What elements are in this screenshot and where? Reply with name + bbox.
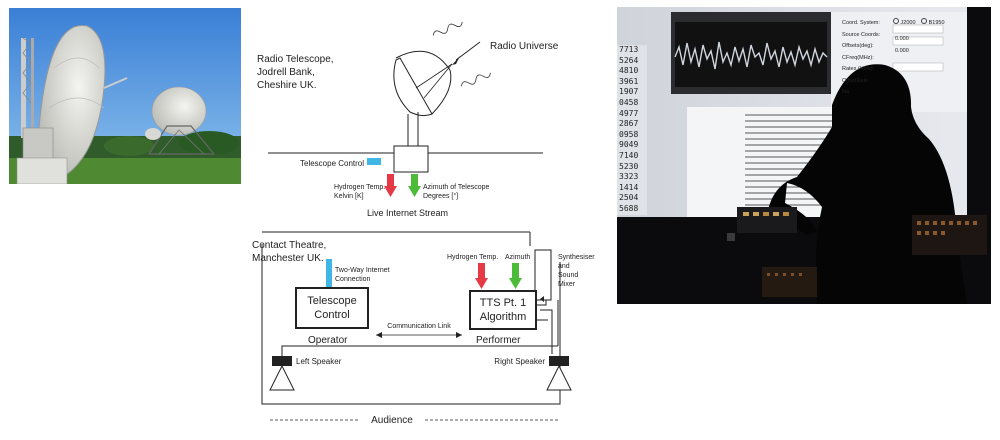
screen-number: 0458	[619, 97, 639, 107]
telescope-location-line-2: Jodrell Bank,	[257, 67, 315, 78]
two-way-connection-label-1: Two-Way Internet	[335, 267, 390, 274]
telescope-control-box-line-1: Telescope	[307, 295, 357, 307]
telescope-control-unit	[393, 145, 429, 173]
two-way-connection-label-2: Connection	[335, 276, 371, 283]
setting-label: Coord. System:	[842, 20, 880, 26]
synth-label-1: Synthesiser	[558, 254, 595, 261]
venue-line-2: Manchester UK.	[252, 253, 324, 264]
screen-number: 5230	[619, 161, 639, 171]
radio-option-b1950: B1950	[928, 20, 945, 26]
screen-number: 2504	[619, 193, 639, 203]
screen-number: 3961	[619, 76, 639, 86]
telescope-control-arrow	[367, 158, 381, 165]
screen-number: 4977	[619, 108, 639, 118]
two-way-connection-bar	[326, 259, 332, 287]
screen-number: 3323	[619, 172, 639, 182]
setting-label: Na	[842, 89, 850, 95]
hydrogen-temp-label-1: Hydrogen Temp.	[334, 184, 385, 191]
radio-universe-label: Radio Universe	[490, 41, 559, 52]
telescope-control-box	[295, 287, 369, 329]
telescope-location-line-1: Radio Telescope,	[257, 54, 334, 65]
setting-label: Source Coords:	[842, 31, 881, 38]
synth-label-3: Sound	[558, 272, 578, 279]
right-speaker-label: Right Speaker	[494, 357, 545, 366]
performer-label: Performer	[476, 335, 521, 346]
screen-number: 0958	[619, 129, 639, 139]
azimuth-arrow	[408, 174, 421, 197]
azimuth-label-1: Azimuth of Telescope	[423, 184, 490, 191]
azimuth-short-label: Azimuth	[505, 254, 530, 261]
radio-circle-icon	[893, 18, 899, 24]
system-diagram: Radio Telescope, Jodrell Bank, Cheshire …	[240, 0, 620, 435]
azimuth-label-2: Degrees [°]	[423, 192, 458, 200]
hydrogen-temp-label-2: Kelvin [K]	[334, 193, 364, 200]
screen-number: 7140	[619, 150, 639, 160]
algorithm-box-line-1: TTS Pt. 1	[480, 297, 526, 309]
operator-label: Operator	[308, 335, 348, 346]
left-speaker-label: Left Speaker	[296, 357, 342, 366]
radio-option-j2000: J2000	[900, 20, 916, 26]
screen-number: 5264	[619, 55, 639, 65]
screen-number: 1907	[619, 87, 639, 97]
screen-number: 7713	[619, 45, 639, 54]
screen-number: 9049	[619, 140, 639, 150]
screen-settings-panel: Coord. System: Source Coords: Offsets(de…	[842, 18, 902, 99]
telescope-control-box-line-2: Control	[314, 309, 349, 321]
screen-number: 4810	[619, 66, 639, 76]
synth-label-2: and	[558, 263, 570, 270]
telescope-control-label: Telescope Control	[300, 159, 364, 168]
algorithm-box	[469, 290, 537, 330]
setting-label: Offsets(deg):	[842, 43, 874, 49]
hydrogen-temp-arrow	[384, 174, 397, 197]
left-speaker-icon	[269, 356, 295, 391]
coord-system-options: J2000 B1950	[893, 18, 945, 26]
radio-wave-lower-icon	[461, 72, 491, 87]
screen-number-column: 7713 5264 4810 3961 1907 0458 4977 2867 …	[619, 45, 647, 215]
setting-label: OffsetRate	[842, 77, 869, 84]
venue-line-1: Contact Theatre,	[252, 240, 326, 251]
offsets-field: 0.000	[895, 48, 909, 54]
audience-label: Audience	[371, 415, 413, 426]
hydrogen-temp-short-label: Hydrogen Temp.	[447, 254, 498, 261]
radio-circle-icon	[921, 18, 928, 24]
source-coords-field: 0.000	[895, 36, 909, 42]
screen-number: 2867	[619, 119, 639, 129]
live-stream-label: Live Internet Stream	[367, 208, 448, 218]
synth-label-4: Mixer	[558, 281, 576, 288]
algorithm-box-line-2: Algorithm	[480, 311, 526, 323]
setting-label: Rates (Hz/s):	[842, 66, 875, 72]
azimuth-arrow-2	[509, 263, 522, 289]
venue-frame	[261, 244, 561, 405]
communication-link-label: Communication Link	[387, 323, 451, 330]
telescope-location-line-3: Cheshire UK.	[257, 80, 316, 91]
synthesiser-box	[534, 249, 552, 301]
screen-number: 1414	[619, 182, 639, 192]
performance-photo: 7713 5264 4810 3961 1907 0458 4977 2867 …	[617, 7, 991, 304]
setting-label: CFreq(MHz):	[842, 54, 874, 61]
screen-number: 5688	[619, 203, 639, 213]
right-speaker-icon	[546, 356, 572, 391]
radio-wave-upper-icon	[432, 21, 463, 36]
hydrogen-temp-arrow-2	[475, 263, 488, 289]
telescope-photo	[9, 8, 241, 184]
radio-dish-icon	[393, 50, 453, 146]
